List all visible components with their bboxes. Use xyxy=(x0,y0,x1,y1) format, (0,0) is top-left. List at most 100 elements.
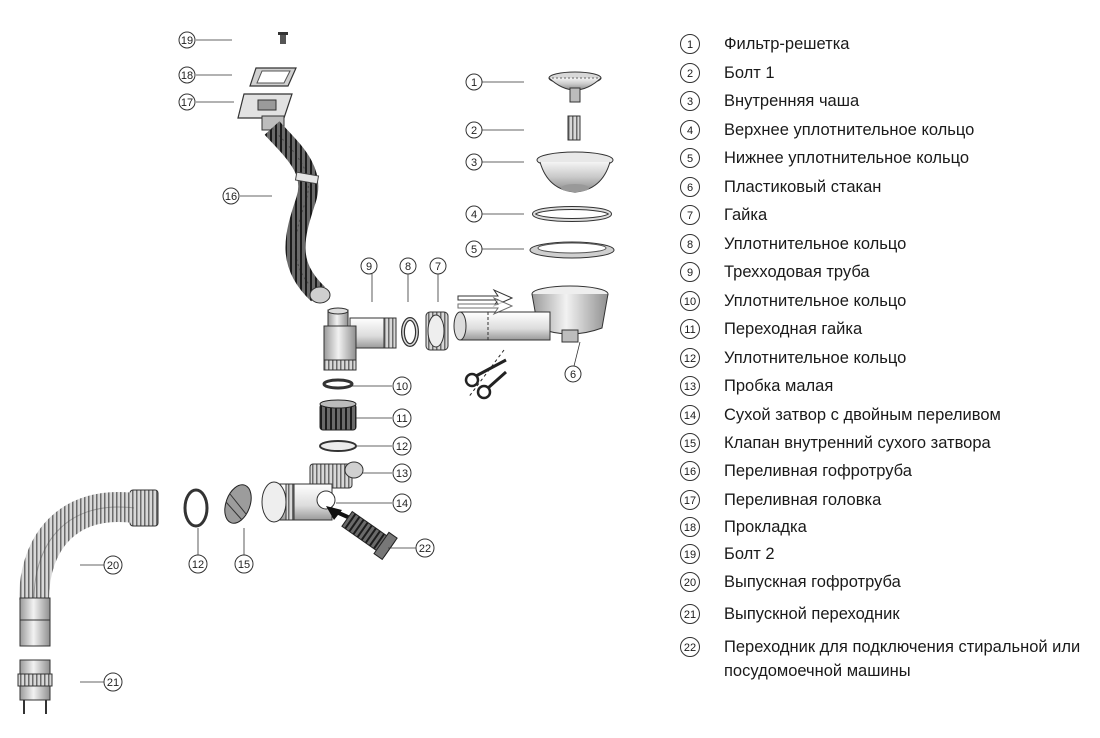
legend-label: Пластиковый стакан xyxy=(724,178,882,196)
svg-text:14: 14 xyxy=(396,498,408,510)
legend-item: 9 Трехходовая труба xyxy=(680,262,870,284)
svg-text:3: 3 xyxy=(471,157,477,169)
svg-text:11: 11 xyxy=(396,413,407,425)
legend-label: Нижнее уплотнительное кольцо xyxy=(724,149,970,167)
legend-item: 8 Уплотнительное кольцо xyxy=(680,234,906,256)
seal-ring-10-part xyxy=(322,378,354,390)
svg-text:18: 18 xyxy=(181,70,193,82)
svg-text:15: 15 xyxy=(238,559,250,571)
callout-9: 9 xyxy=(360,257,378,275)
legend-item: 7 Гайка xyxy=(680,205,767,227)
seal-ring-12b-part xyxy=(183,488,209,528)
callout-16: 16 xyxy=(222,187,240,205)
outlet-hose-part xyxy=(19,489,159,647)
legend-label: Клапан внутренний сухого затвора xyxy=(724,434,991,452)
callout-4: 4 xyxy=(465,205,483,223)
legend-label: Переходная гайка xyxy=(724,320,863,338)
legend-label: Фильтр-решетка xyxy=(724,35,850,53)
legend-item: 4 Верхнее уплотнительное кольцо xyxy=(680,120,974,142)
callout-10: 10 xyxy=(392,376,412,396)
callout-17: 17 xyxy=(178,93,196,111)
svg-text:6: 6 xyxy=(570,369,576,381)
legend-number: 4 xyxy=(680,120,700,140)
legend-number: 5 xyxy=(680,148,700,168)
legend-number: 14 xyxy=(680,405,700,425)
svg-text:12: 12 xyxy=(192,559,204,571)
seal-ring-8-part xyxy=(401,317,419,347)
svg-text:8: 8 xyxy=(405,261,411,273)
lower-ring-part xyxy=(529,241,615,259)
svg-text:2: 2 xyxy=(471,125,477,137)
diagram-svg: 19 18 17 16 1 2 3 4 5 9 8 7 6 10 11 12 1… xyxy=(17,31,615,714)
legend-item: 2 Болт 1 xyxy=(680,63,775,85)
overflow-head-part xyxy=(237,93,293,131)
legend-number: 8 xyxy=(680,234,700,254)
legend-item: 6 Пластиковый стакан xyxy=(680,177,881,199)
bolt-2-part xyxy=(278,32,288,44)
legend-number: 2 xyxy=(680,63,700,83)
leader-lines xyxy=(80,39,581,683)
legend-label: Уплотнительное кольцо xyxy=(724,235,907,253)
legend-item: 5 Нижнее уплотнительное кольцо xyxy=(680,148,969,170)
legend-number: 18 xyxy=(680,517,700,537)
callout-19: 19 xyxy=(178,31,196,49)
callout-18: 18 xyxy=(178,66,196,84)
legend-label: Трехходовая труба xyxy=(724,263,870,281)
svg-text:21: 21 xyxy=(107,677,119,689)
callout-7: 7 xyxy=(429,257,447,275)
svg-text:12: 12 xyxy=(396,441,408,453)
outlet-adapter-part xyxy=(17,659,53,714)
callout-1: 1 xyxy=(465,73,483,91)
svg-text:5: 5 xyxy=(471,244,477,256)
legend-number: 9 xyxy=(680,262,700,282)
legend-label: Болт 2 xyxy=(724,545,775,563)
cut-arrows xyxy=(457,288,514,316)
legend-label: Прокладка xyxy=(724,518,807,536)
callout-8: 8 xyxy=(399,257,417,275)
svg-text:1: 1 xyxy=(471,77,477,89)
legend-label: Болт 1 xyxy=(724,64,775,82)
callout-15: 15 xyxy=(234,554,254,574)
gasket-part xyxy=(249,67,297,87)
legend-label: Уплотнительное кольцо xyxy=(724,349,907,367)
callout-circles: 19 18 17 16 1 2 3 4 5 9 8 7 6 10 11 12 1… xyxy=(103,31,582,692)
legend-number: 15 xyxy=(680,433,700,453)
svg-text:9: 9 xyxy=(366,261,372,273)
legend-number: 3 xyxy=(680,91,700,111)
legend-label: Переходник для подключения стиральной ил… xyxy=(724,638,1081,680)
overflow-corrugated-hose xyxy=(264,121,326,302)
callout-2: 2 xyxy=(465,121,483,139)
legend-item: 19 Болт 2 xyxy=(680,544,775,566)
tee-pipe-part xyxy=(323,307,397,371)
nut-part xyxy=(425,311,449,351)
bolt-1-part xyxy=(567,115,581,141)
legend-label: Внутренняя чаша xyxy=(724,92,860,110)
legend-item: 3 Внутренняя чаша xyxy=(680,91,859,113)
callout-21: 21 xyxy=(103,672,123,692)
plastic-cup-part xyxy=(453,285,609,343)
dry-trap-part xyxy=(261,461,364,523)
legend-label: Пробка малая xyxy=(724,377,834,395)
legend-number: 6 xyxy=(680,177,700,197)
legend-item: 13 Пробка малая xyxy=(680,376,833,398)
legend-label: Гайка xyxy=(724,206,768,224)
strainer-part xyxy=(548,71,602,103)
svg-text:7: 7 xyxy=(435,261,441,273)
callout-22: 22 xyxy=(415,538,435,558)
legend-number: 17 xyxy=(680,490,700,510)
svg-text:16: 16 xyxy=(225,191,237,203)
inner-bowl-part xyxy=(536,151,614,193)
legend-number: 7 xyxy=(680,205,700,225)
callout-14: 14 xyxy=(392,493,412,513)
legend-label: Переливная гофротруба xyxy=(724,462,912,480)
legend-number: 21 xyxy=(680,604,700,624)
legend-number: 13 xyxy=(680,376,700,396)
legend-number: 19 xyxy=(680,544,700,564)
callout-12b: 12 xyxy=(188,554,208,574)
adapter-nut-part xyxy=(319,399,357,431)
legend-label: Верхнее уплотнительное кольцо xyxy=(724,121,975,139)
